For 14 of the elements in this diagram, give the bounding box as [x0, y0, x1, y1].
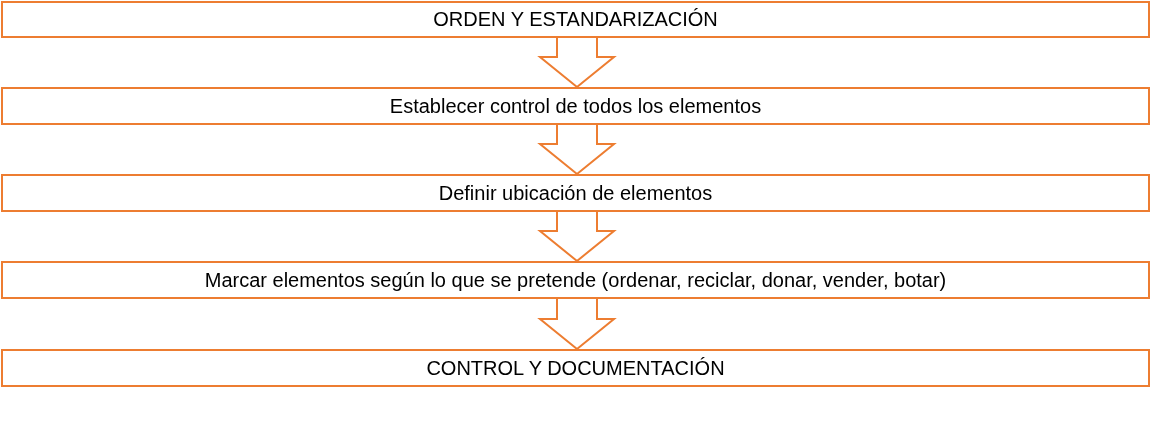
block-arrow [537, 211, 617, 263]
step-text: CONTROL Y DOCUMENTACIÓN [426, 356, 725, 380]
process-box [1, 349, 1150, 387]
step-text: Definir ubicación de elementos [438, 181, 713, 205]
block-arrow [537, 124, 617, 176]
process-box [1, 261, 1150, 299]
step-text: Establecer control de todos los elementos [389, 94, 762, 118]
process-box [1, 174, 1150, 212]
step-text: Marcar elementos según lo que se pretende (ordenar, reciclar, donar, vender, botar) [204, 268, 947, 292]
step-text: ORDEN Y ESTANDARIZACIÓN [433, 8, 718, 31]
process-box [1, 87, 1150, 125]
block-arrow [537, 298, 617, 351]
process-box [1, 1, 1150, 38]
block-arrow [537, 37, 617, 89]
